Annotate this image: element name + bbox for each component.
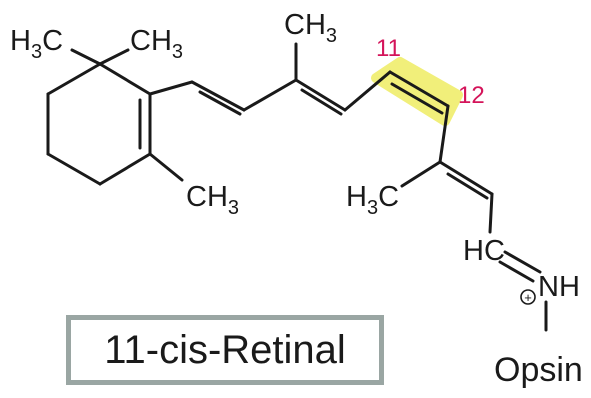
chain-bond-6	[438, 104, 450, 164]
chain-methyl-lower-bond	[400, 160, 442, 188]
imine-double-bond-upper	[503, 250, 542, 274]
positive-charge-sign: +	[524, 290, 532, 305]
nitrogen-label: NH	[538, 271, 580, 303]
chain-bond-7	[438, 160, 494, 196]
ring-bond-4	[98, 152, 152, 186]
chain-bond-3	[242, 78, 298, 112]
cis-double-bond-outer	[388, 70, 450, 108]
cis-double-bond-inner	[390, 82, 444, 115]
ring-bond-3	[46, 152, 102, 186]
imine-double-bond-lower	[498, 260, 535, 283]
chain-bond-2	[190, 80, 246, 112]
chain-bond-4	[294, 78, 347, 112]
ring-methyl-label: CH3	[186, 181, 239, 219]
chain-methyl-top-label: CH3	[284, 9, 337, 47]
chain-double-bond-4-inner	[300, 88, 343, 116]
ring-methyl-bond	[148, 152, 184, 182]
carbon-number-12: 12	[458, 82, 485, 109]
chain-double-bond-2-inner	[198, 90, 242, 116]
chain-bond-8	[488, 192, 494, 234]
opsin-label: Opsin	[494, 351, 583, 389]
gem-methyl-bond-right	[98, 48, 130, 66]
chain-bond-1	[148, 80, 194, 96]
gem-methyl-left-label: H3C	[10, 25, 63, 63]
ring-bond-6	[98, 62, 152, 96]
carbon-number-11: 11	[376, 35, 401, 62]
molecule-name-box: 11-cis-Retinal	[66, 315, 384, 385]
molecule-name: 11-cis-Retinal	[104, 327, 346, 372]
positive-charge-circle	[520, 289, 536, 305]
chain-double-bond-7-inner	[446, 172, 489, 200]
gem-methyl-bond-left	[70, 48, 102, 66]
imine-carbon-label: HC	[463, 235, 505, 267]
chain-methyl-lower-label: H3C	[346, 181, 399, 219]
ring-bond-1	[46, 62, 102, 96]
gem-methyl-right-label: CH3	[130, 25, 183, 63]
chain-bond-5	[343, 70, 392, 112]
